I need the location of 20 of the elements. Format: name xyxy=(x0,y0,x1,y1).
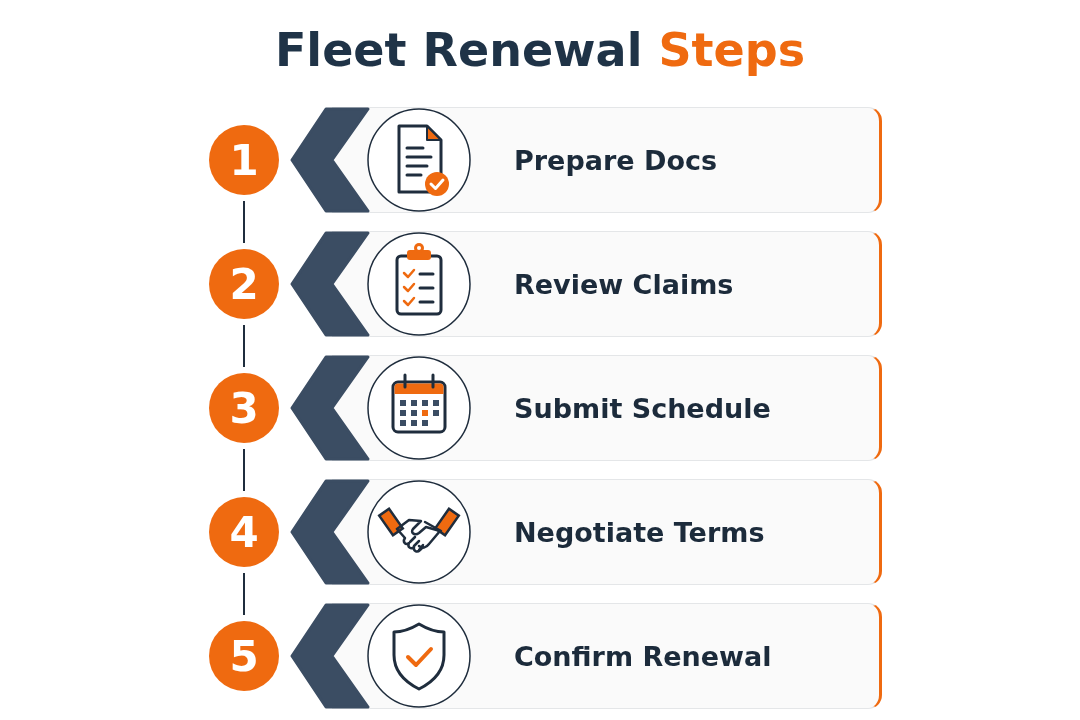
step-card xyxy=(332,479,882,585)
step-number: 3 xyxy=(209,373,279,443)
step-card xyxy=(332,107,882,213)
title: Fleet Renewal Steps xyxy=(274,22,806,78)
step-number: 2 xyxy=(209,249,279,319)
step-card xyxy=(332,231,882,337)
step-label: Submit Schedule xyxy=(514,392,771,424)
step-label: Confirm Renewal xyxy=(514,640,772,672)
step-card xyxy=(332,355,882,461)
step-number: 4 xyxy=(209,497,279,567)
connector-line xyxy=(243,448,245,492)
connector-line xyxy=(243,200,245,244)
connector-line xyxy=(243,324,245,368)
connector-line xyxy=(243,572,245,616)
step-label: Prepare Docs xyxy=(514,144,718,176)
step-card xyxy=(332,603,882,709)
step-label: Negotiate Terms xyxy=(514,516,765,548)
step-number: 5 xyxy=(209,621,279,691)
step-label: Review Claims xyxy=(514,268,734,300)
step-number: 1 xyxy=(209,125,279,195)
